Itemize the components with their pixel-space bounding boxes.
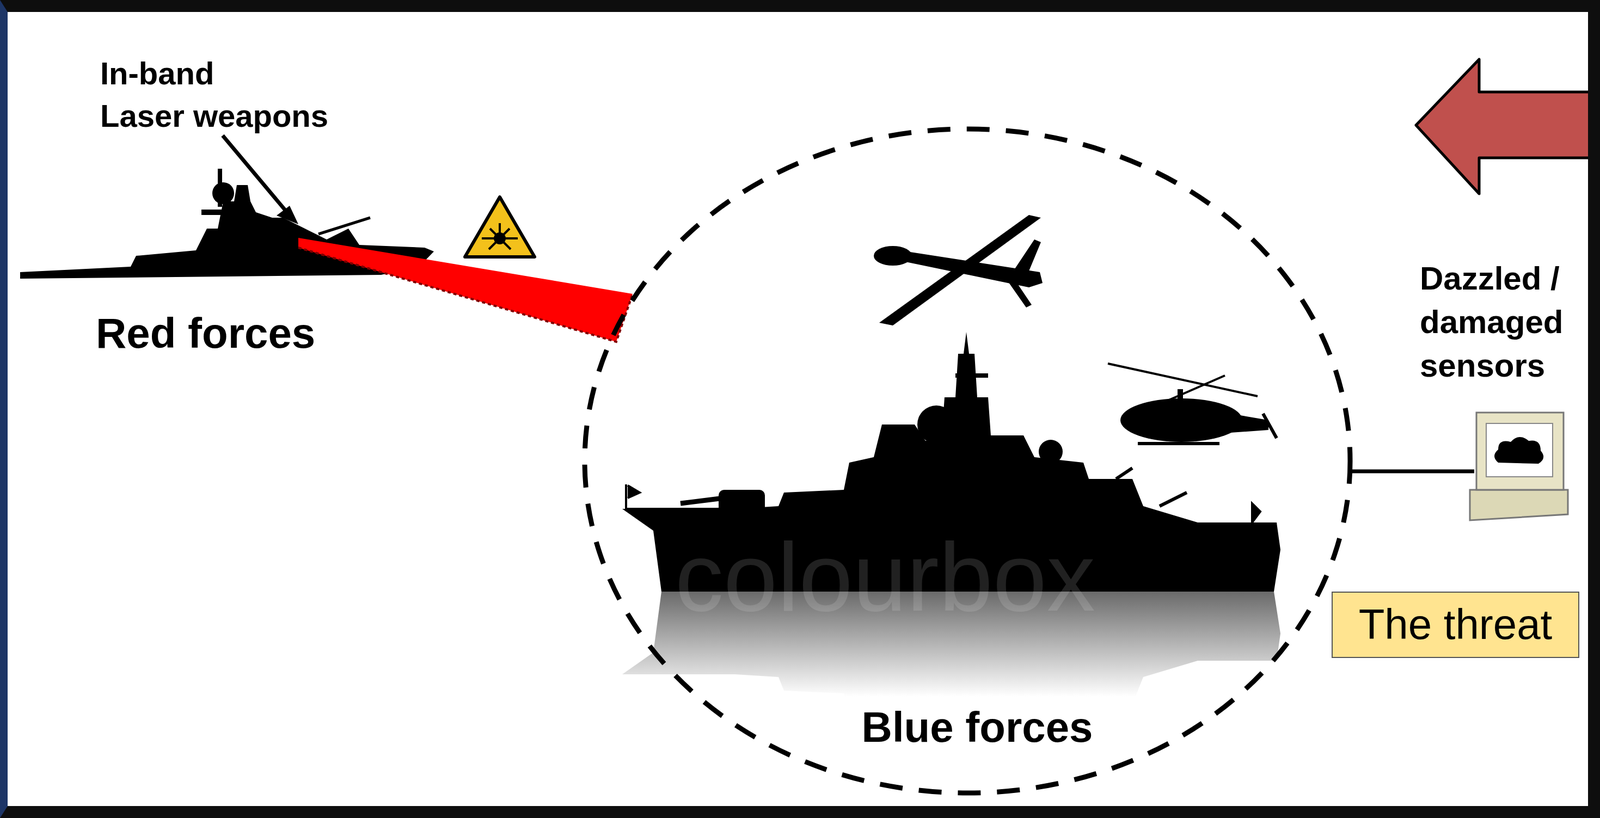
connection-line <box>1351 469 1475 474</box>
weapon-label: In-band Laser weapons <box>100 52 351 138</box>
yard-arm <box>955 373 989 378</box>
stern-flag <box>1252 503 1261 523</box>
laser-turret <box>318 217 371 235</box>
radar-dome <box>1038 439 1063 464</box>
skid <box>1137 442 1220 446</box>
dashed-ellipse <box>584 129 1351 794</box>
effect-label: Dazzled / damaged sensors <box>1419 256 1578 388</box>
gun-barrel <box>680 498 725 504</box>
radar-dome <box>917 405 956 444</box>
drone-tail <box>1007 276 1032 308</box>
dashed-ellipse <box>581 126 1353 796</box>
helicopter-body <box>1120 398 1243 443</box>
node-text: Blue forces <box>591 704 1363 752</box>
ship-yard <box>201 209 240 216</box>
tail-rotor <box>1263 413 1277 439</box>
leader-arrowhead <box>276 205 299 225</box>
threat-box: The threat <box>1331 591 1580 659</box>
bow-flag <box>626 484 640 510</box>
force-label: Red forces <box>95 309 477 359</box>
threat-arrow <box>1415 59 1600 194</box>
laser-beam-edge <box>298 247 633 342</box>
railing <box>626 507 725 511</box>
helicopter <box>1107 363 1277 446</box>
radar-dome <box>212 182 235 205</box>
watermark: colourbox <box>675 529 1220 627</box>
node-text: The threat <box>1358 601 1553 649</box>
force-circle: Blue forces <box>581 126 1353 796</box>
leader-line <box>222 135 288 213</box>
laser-warning-sign <box>464 197 535 257</box>
gun-turret <box>718 489 765 515</box>
drone-tail <box>1012 239 1041 278</box>
drone <box>873 215 1043 326</box>
computer-icon <box>1469 412 1568 521</box>
drone-nose <box>873 246 912 266</box>
deck-gear <box>1116 468 1187 507</box>
